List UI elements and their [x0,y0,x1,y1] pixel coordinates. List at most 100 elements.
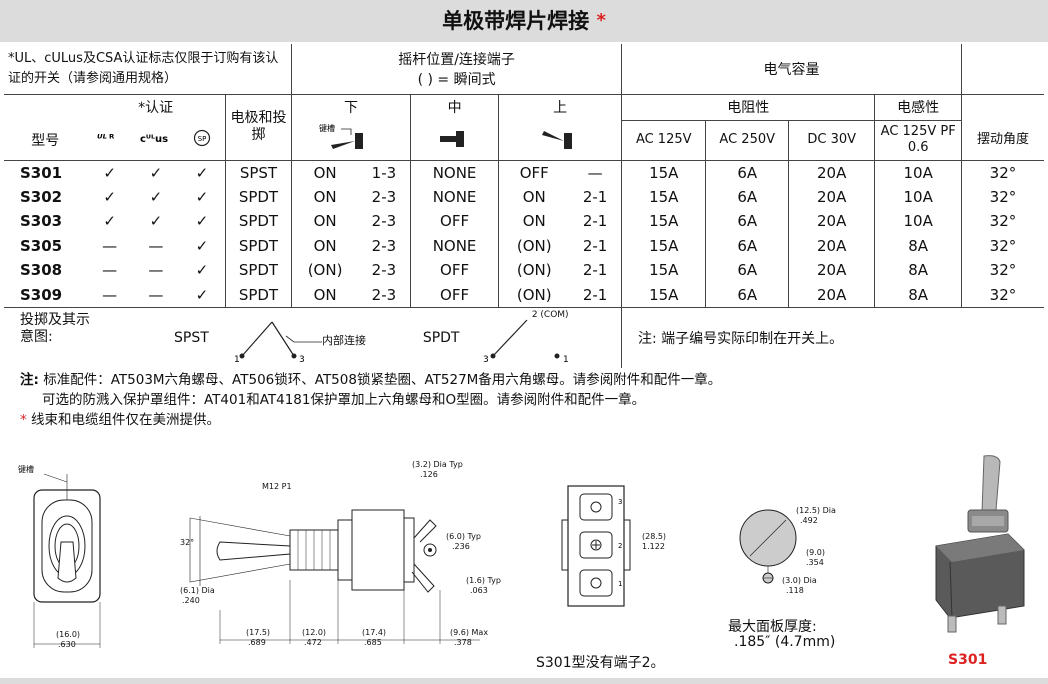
svg-text:1: 1 [563,355,569,364]
cell-down: ON [291,184,359,209]
cell-mid: NONE [409,184,499,209]
blank-cell [960,94,1044,120]
rating-col-1: AC 250V [705,120,789,160]
spdt-diagram: SPDT 3 1 2 (COM) [423,306,622,368]
dim-9-0: (9.0) [806,548,825,557]
dim-28-5: (28.5) [642,532,667,541]
cell-csa: ✓ [195,212,209,231]
blank-cell [4,94,86,120]
cell-angle: 32° [960,258,1044,283]
cell-down: ON [291,159,359,185]
dim-1-6-in: .063 [470,586,488,595]
lever-header-text: 摇杆位置/连接端子 [398,51,515,68]
culus-icon: cᵁᴸus [133,120,179,160]
s301-note: S301型没有端子2。 [536,655,665,671]
cell-ac125: 15A [620,184,706,209]
switch-photo [935,455,1025,633]
cell-down-t: 2-3 [371,212,397,231]
cell-ac125: 15A [620,159,706,185]
svg-text:3: 3 [299,355,305,364]
cell-up-t: 2-1 [582,285,608,304]
cell-up-t: 2-1 [582,261,608,280]
note-1-text: 标准配件：AT503M六角螺母、AT506锁环、AT508锁紧垫圈、AT527M… [43,372,722,388]
spst-label: SPST [174,329,209,346]
cell-ind: 8A [874,258,962,283]
svg-text:cᵁᴸus: cᵁᴸus [140,134,168,145]
cell-csa: ✓ [195,261,209,280]
cell-angle: 32° [960,159,1044,185]
dim-6-1: (6.1) Dia [180,586,215,595]
dim-28-5-in: 1.122 [642,542,665,551]
dim-3-2-in: .126 [420,470,438,479]
cell-ind: 8A [874,233,962,258]
dim-3-0: (3.0) Dia [782,576,817,585]
cell-dc30: 20A [787,209,875,234]
dim-12-5: (12.5) Dia [796,506,836,515]
cell-ac250: 6A [705,184,789,209]
keyway-label: 键槽 [18,465,34,474]
svg-text:1: 1 [618,580,622,588]
dim-12-0-in: .472 [304,638,322,647]
title-star: * [596,10,606,31]
csa-icon: SP [179,120,225,160]
cell-ind: 10A [874,184,962,209]
cell-ul: — [102,285,118,304]
cell-model: S305 [20,236,63,255]
cell-pole: SPDT [224,233,292,258]
cell-up-t: 2-1 [582,212,608,231]
term-note: 注: 端子编号实际印制在开关上。 [621,306,1044,368]
lever-mid-icon [409,120,499,160]
cell-ul: — [102,236,118,255]
dim-3-2: (3.2) Dia Typ [412,460,463,469]
cell-ac125: 15A [620,258,706,283]
dim-6-1-in: .240 [182,596,200,605]
cell-down-t: 2-3 [371,285,397,304]
cell-up-t: — [569,159,622,185]
cell-ac125: 15A [620,209,706,234]
dim-6-0-in: .236 [452,542,470,551]
elec-header: 电气容量 [621,44,962,95]
cell-angle: 32° [960,209,1044,234]
rating-col-2: DC 30V [787,120,875,160]
model-header: 型号 [31,132,60,149]
dim-3-0-in: .118 [786,586,804,595]
cell-down: ON [291,282,359,307]
cell-mid: OFF [409,209,499,234]
cell-pole: SPDT [224,184,292,209]
bottom-bar [0,678,1048,684]
cell-mid: OFF [409,258,499,283]
lever-up-icon [498,120,622,160]
dim-9-0-in: .354 [806,558,824,567]
throw-label: 投掷及其示意图: [20,311,90,345]
resistive-header: 电阻性 [620,94,875,121]
pos-up-header: 上 [498,94,622,120]
cell-dc30: 20A [787,282,875,307]
page-title: 单极带焊片焊接 * [0,0,1048,42]
dim-9-6: (9.6) Max [450,628,489,637]
cell-dc30: 20A [787,159,875,185]
dim-12-0: (12.0) [302,628,327,637]
cell-model: S308 [20,261,63,280]
blank-header [960,44,1044,95]
panel-value: .185″ (4.7mm) [734,634,836,650]
cell-mid: OFF [409,282,499,307]
cell-down-t: 2-3 [371,236,397,255]
dim-17-5: (17.5) [246,628,271,637]
note-2: 可选的防溅入保护罩组件：AT401和AT4181保护罩加上六角螺母和O型圈。请参… [42,392,646,408]
angle-header: 摆动角度 [960,120,1044,160]
inductive-header: 电感性 [874,94,962,121]
com-label: 2 (COM) [531,309,569,320]
cell-ul: ✓ [86,159,133,185]
cell-pole: SPST [224,159,292,185]
pos-down-header: 下 [291,94,411,120]
cell-csa: ✓ [179,159,226,185]
cell-ac250: 6A [705,258,789,283]
title-text: 单极带焊片焊接 [442,9,590,33]
cell-ac250: 6A [705,159,789,185]
dim-9-6-in: .378 [454,638,472,647]
internal-conn-label: 内部连接 [322,333,366,347]
